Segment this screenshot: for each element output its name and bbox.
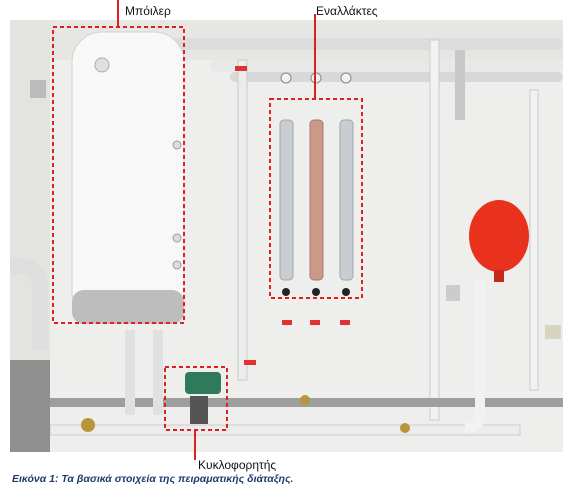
circulation-pump [185, 372, 221, 424]
pump-leader-line [194, 430, 196, 460]
boiler-label: Μπόιλερ [125, 4, 171, 18]
expansion-tank [469, 200, 529, 282]
boiler-leader-line [117, 0, 119, 28]
heat-exchangers-leader-line [314, 14, 316, 100]
pump-annotation-box [164, 366, 228, 431]
figure-caption: Εικόνα 1: Τα βασικά στοιχεία της πειραμα… [12, 473, 294, 485]
heat-exchangers-label: Εναλλάκτες [316, 4, 378, 18]
heat-exchangers-annotation-box [269, 98, 363, 299]
experimental-setup-photo [10, 20, 563, 452]
pump-label: Κυκλοφορητής [198, 458, 277, 472]
setup-illustration [10, 20, 563, 452]
heat-exchanger-tubes [279, 72, 354, 296]
wall-switch [30, 80, 46, 98]
boiler [71, 31, 185, 324]
